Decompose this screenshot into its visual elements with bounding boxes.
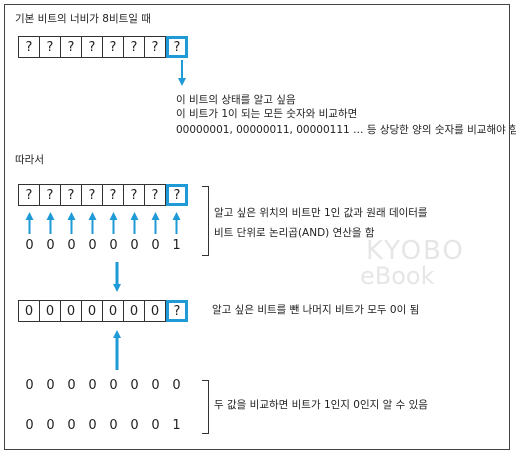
row1-cell-6: ? [144,36,166,58]
compare_b-bit-2: 0 [67,418,76,433]
compare_b-bit-6: 0 [151,418,160,433]
therefore-label: 따라서 [15,154,44,166]
mask_bits-bit-6: 0 [151,238,160,253]
figure-frame [4,4,510,450]
row3-cell-4: 0 [102,300,124,322]
mask_bits-bit-1: 0 [46,238,55,253]
compare_a-bit-5: 0 [130,378,139,393]
mask_bits-bit-3: 0 [88,238,97,253]
row2-cell-4: ? [102,184,124,206]
row3-cell-7: ? [166,300,188,322]
compare_a-bit-1: 0 [46,378,55,393]
title: 기본 비트의 너비가 8비트일 때 [15,13,151,25]
row1-cell-7: ? [166,36,188,58]
mask_bits-bit-2: 0 [67,238,76,253]
bracket-and [202,186,209,256]
row2-cell-7: ? [166,184,188,206]
watermark-sub: eBook [360,262,435,290]
bracket-compare [202,380,209,434]
compare_b-bit-3: 0 [88,418,97,433]
compare_a-bit-0: 0 [25,378,34,393]
mask_bits-bit-0: 0 [25,238,34,253]
note1-line1: 이 비트의 상태를 알고 싶음 [176,94,296,106]
compare_b-bit-5: 0 [130,418,139,433]
row2-cell-6: ? [144,184,166,206]
compare_a-bit-3: 0 [88,378,97,393]
compare_a-bit-4: 0 [109,378,118,393]
row3-cell-6: 0 [144,300,166,322]
compare_b-bit-0: 0 [25,418,34,433]
mask_bits-bit-5: 0 [130,238,139,253]
bit-row-original: ???????? [18,184,188,206]
note3: 알고 싶은 비트를 뺀 나머지 비트가 모두 0이 됨 [212,304,420,316]
note2-line2: 비트 단위로 논리곱(AND) 연산을 함 [214,227,375,239]
mask-arrows [25,212,181,234]
bit-row-unknown: ???????? [18,36,188,58]
compare_a-bit-2: 0 [67,378,76,393]
watermark-logo: KYOBO [366,236,465,266]
row1-cell-5: ? [123,36,145,58]
mask_bits-bit-7: 1 [172,238,181,253]
note1-line3: 00000001, 00000011, 00000111 … 등 상당한 양의 … [176,124,516,136]
note4: 두 값을 비교하면 비트가 1인지 0인지 알 수 있음 [214,399,428,411]
mask_bits-bit-4: 0 [109,238,118,253]
compare_b-bit-1: 0 [46,418,55,433]
note2-line1: 알고 싶은 위치의 비트만 1인 값과 원래 데이터를 [214,207,428,219]
note1-line2: 이 비트가 1이 되는 모든 숫자와 비교하면 [176,108,358,120]
compare_a-bit-6: 0 [151,378,160,393]
compare_b-bit-4: 0 [109,418,118,433]
compare_a-bit-7: 0 [172,378,181,393]
compare_b-bit-7: 1 [172,418,181,433]
row3-cell-1: 0 [39,300,61,322]
